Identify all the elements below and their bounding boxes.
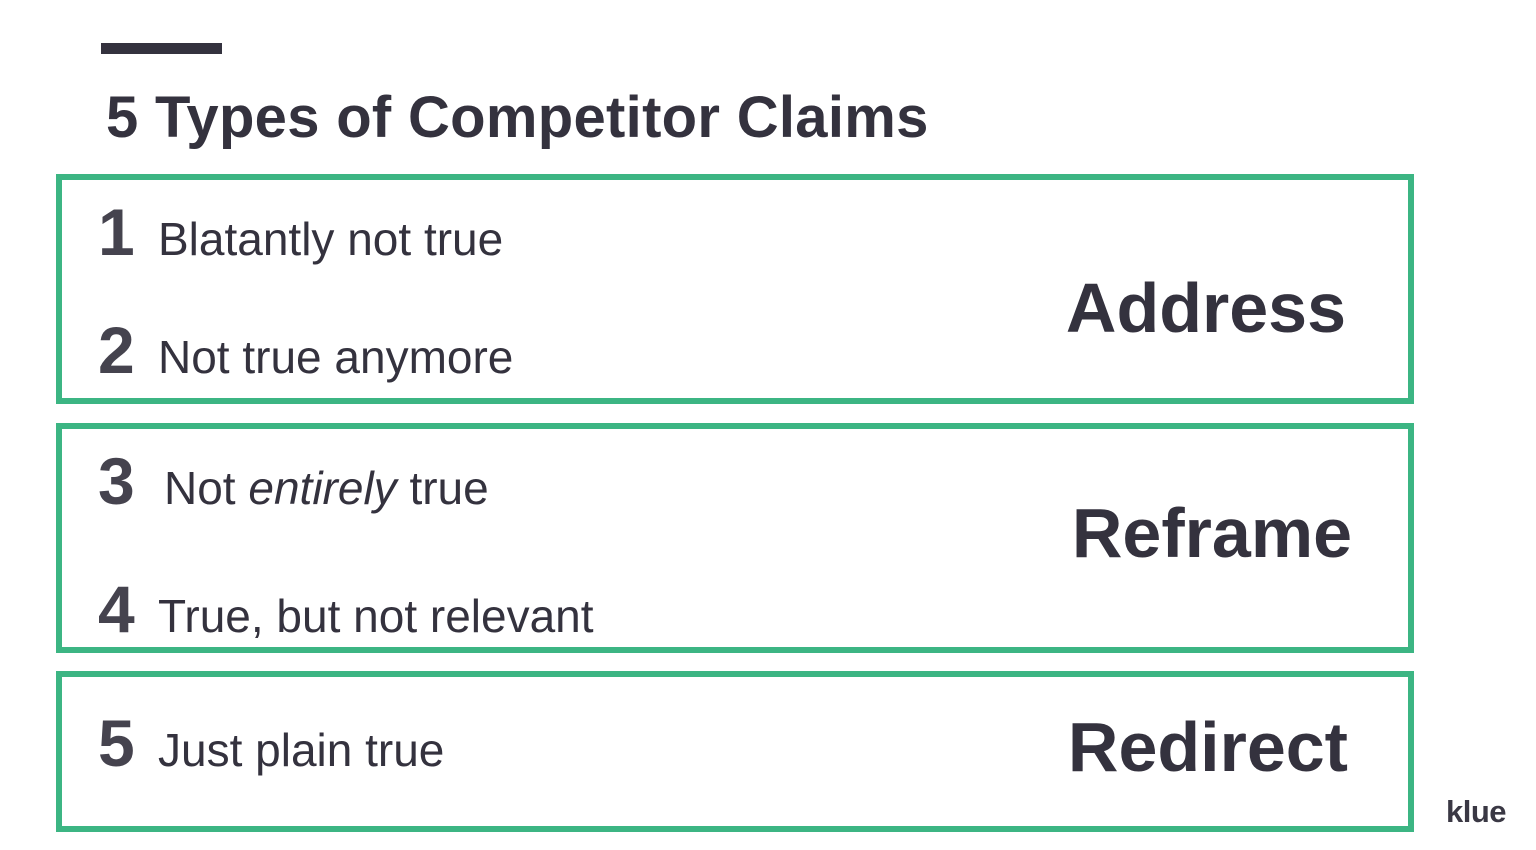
claim-item-3: 3 Not entirely true	[98, 443, 489, 519]
claim-item-1: 1 Blatantly not true	[98, 194, 503, 270]
claim-text-before: Not	[164, 462, 249, 514]
claim-text: Blatantly not true	[158, 213, 504, 265]
action-label-address: Address	[1065, 269, 1346, 347]
claim-text-emphasis: entirely	[248, 462, 397, 514]
action-label-redirect: Redirect	[1067, 708, 1348, 786]
claim-number: 1	[98, 195, 135, 269]
klue-logo: klue	[1446, 794, 1507, 829]
action-label-reframe: Reframe	[1071, 494, 1352, 572]
claim-number: 5	[98, 706, 135, 780]
claim-text: Not entirely true	[164, 461, 489, 515]
claim-text: Not true anymore	[158, 331, 514, 383]
title-accent-bar	[101, 43, 222, 54]
claim-number: 4	[98, 572, 135, 646]
claim-number: 2	[98, 313, 135, 387]
claim-group-address: 1 Blatantly not true 2 Not true anymore …	[56, 174, 1414, 404]
claim-number: 3	[98, 444, 135, 518]
claim-text: True, but not relevant	[158, 590, 594, 642]
claim-item-4: 4 True, but not relevant	[98, 571, 594, 647]
claim-group-reframe: 3 Not entirely true 4 True, but not rele…	[56, 423, 1414, 653]
claim-group-redirect: 5 Just plain true Redirect	[56, 671, 1414, 832]
slide-title: 5 Types of Competitor Claims	[106, 85, 929, 150]
claim-text-after: true	[396, 462, 489, 514]
claim-text: Just plain true	[158, 724, 445, 776]
claim-item-2: 2 Not true anymore	[98, 312, 513, 388]
claim-item-5: 5 Just plain true	[98, 705, 444, 781]
